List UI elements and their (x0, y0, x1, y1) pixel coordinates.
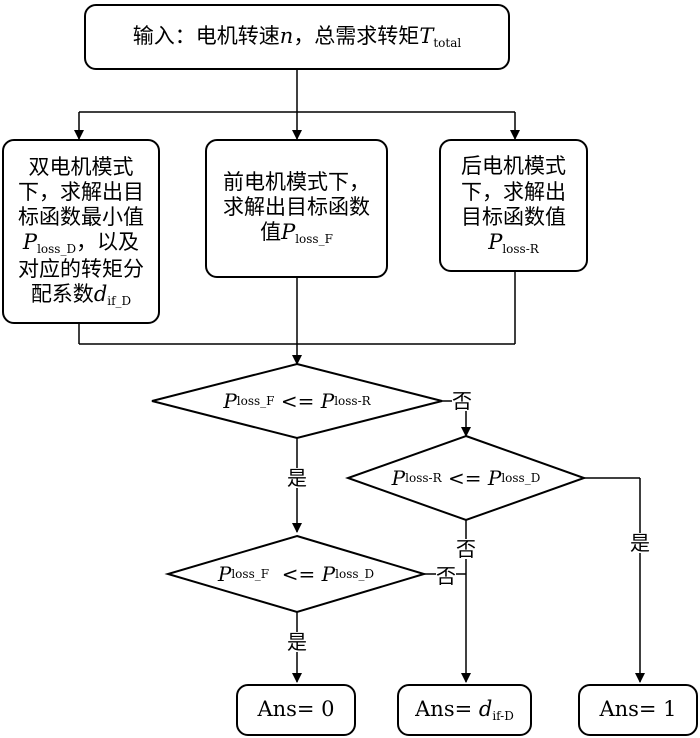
decision1-no-label: 否 (452, 389, 472, 413)
result-ans1-text: Ans= 1 (599, 697, 677, 722)
result-ans0-text: Ans= 0 (257, 697, 335, 722)
dual-mode-box: 双电机模式下，求解出目标函数最小值Ploss_D，以及对应的转矩分配系数dif_… (2, 139, 160, 324)
dual-mode-text: 双电机模式下，求解出目标函数最小值Ploss_D，以及对应的转矩分配系数dif_… (18, 154, 144, 309)
decision2-yes-label: 是 (630, 531, 650, 555)
input-box: 输入：电机转速n，总需求转矩Ttotal (84, 4, 510, 70)
decision1-yes-label: 是 (287, 466, 307, 490)
decision3-yes-label: 是 (287, 630, 307, 654)
front-mode-text: 前电机模式下，求解出目标函数值Ploss_F (223, 170, 370, 247)
decision1-shape (151, 362, 443, 440)
decision3-no-label: 否 (436, 564, 456, 588)
rear-mode-text: 后电机模式下，求解出目标函数值Ploss-R (461, 154, 566, 257)
decision2-no-label: 否 (456, 537, 476, 561)
rear-mode-box: 后电机模式下，求解出目标函数值Ploss-R (439, 139, 588, 272)
input-text: 输入：电机转速n，总需求转矩Ttotal (132, 23, 462, 50)
decision2-shape (345, 434, 587, 522)
decision3-shape (164, 534, 428, 614)
result-ans-d: Ans= dif-D (397, 684, 532, 736)
result-ans1: Ans= 1 (578, 684, 698, 736)
front-mode-box: 前电机模式下，求解出目标函数值Ploss_F (205, 139, 388, 278)
result-ans0: Ans= 0 (236, 684, 356, 736)
result-ans-d-text: Ans= dif-D (415, 696, 514, 723)
